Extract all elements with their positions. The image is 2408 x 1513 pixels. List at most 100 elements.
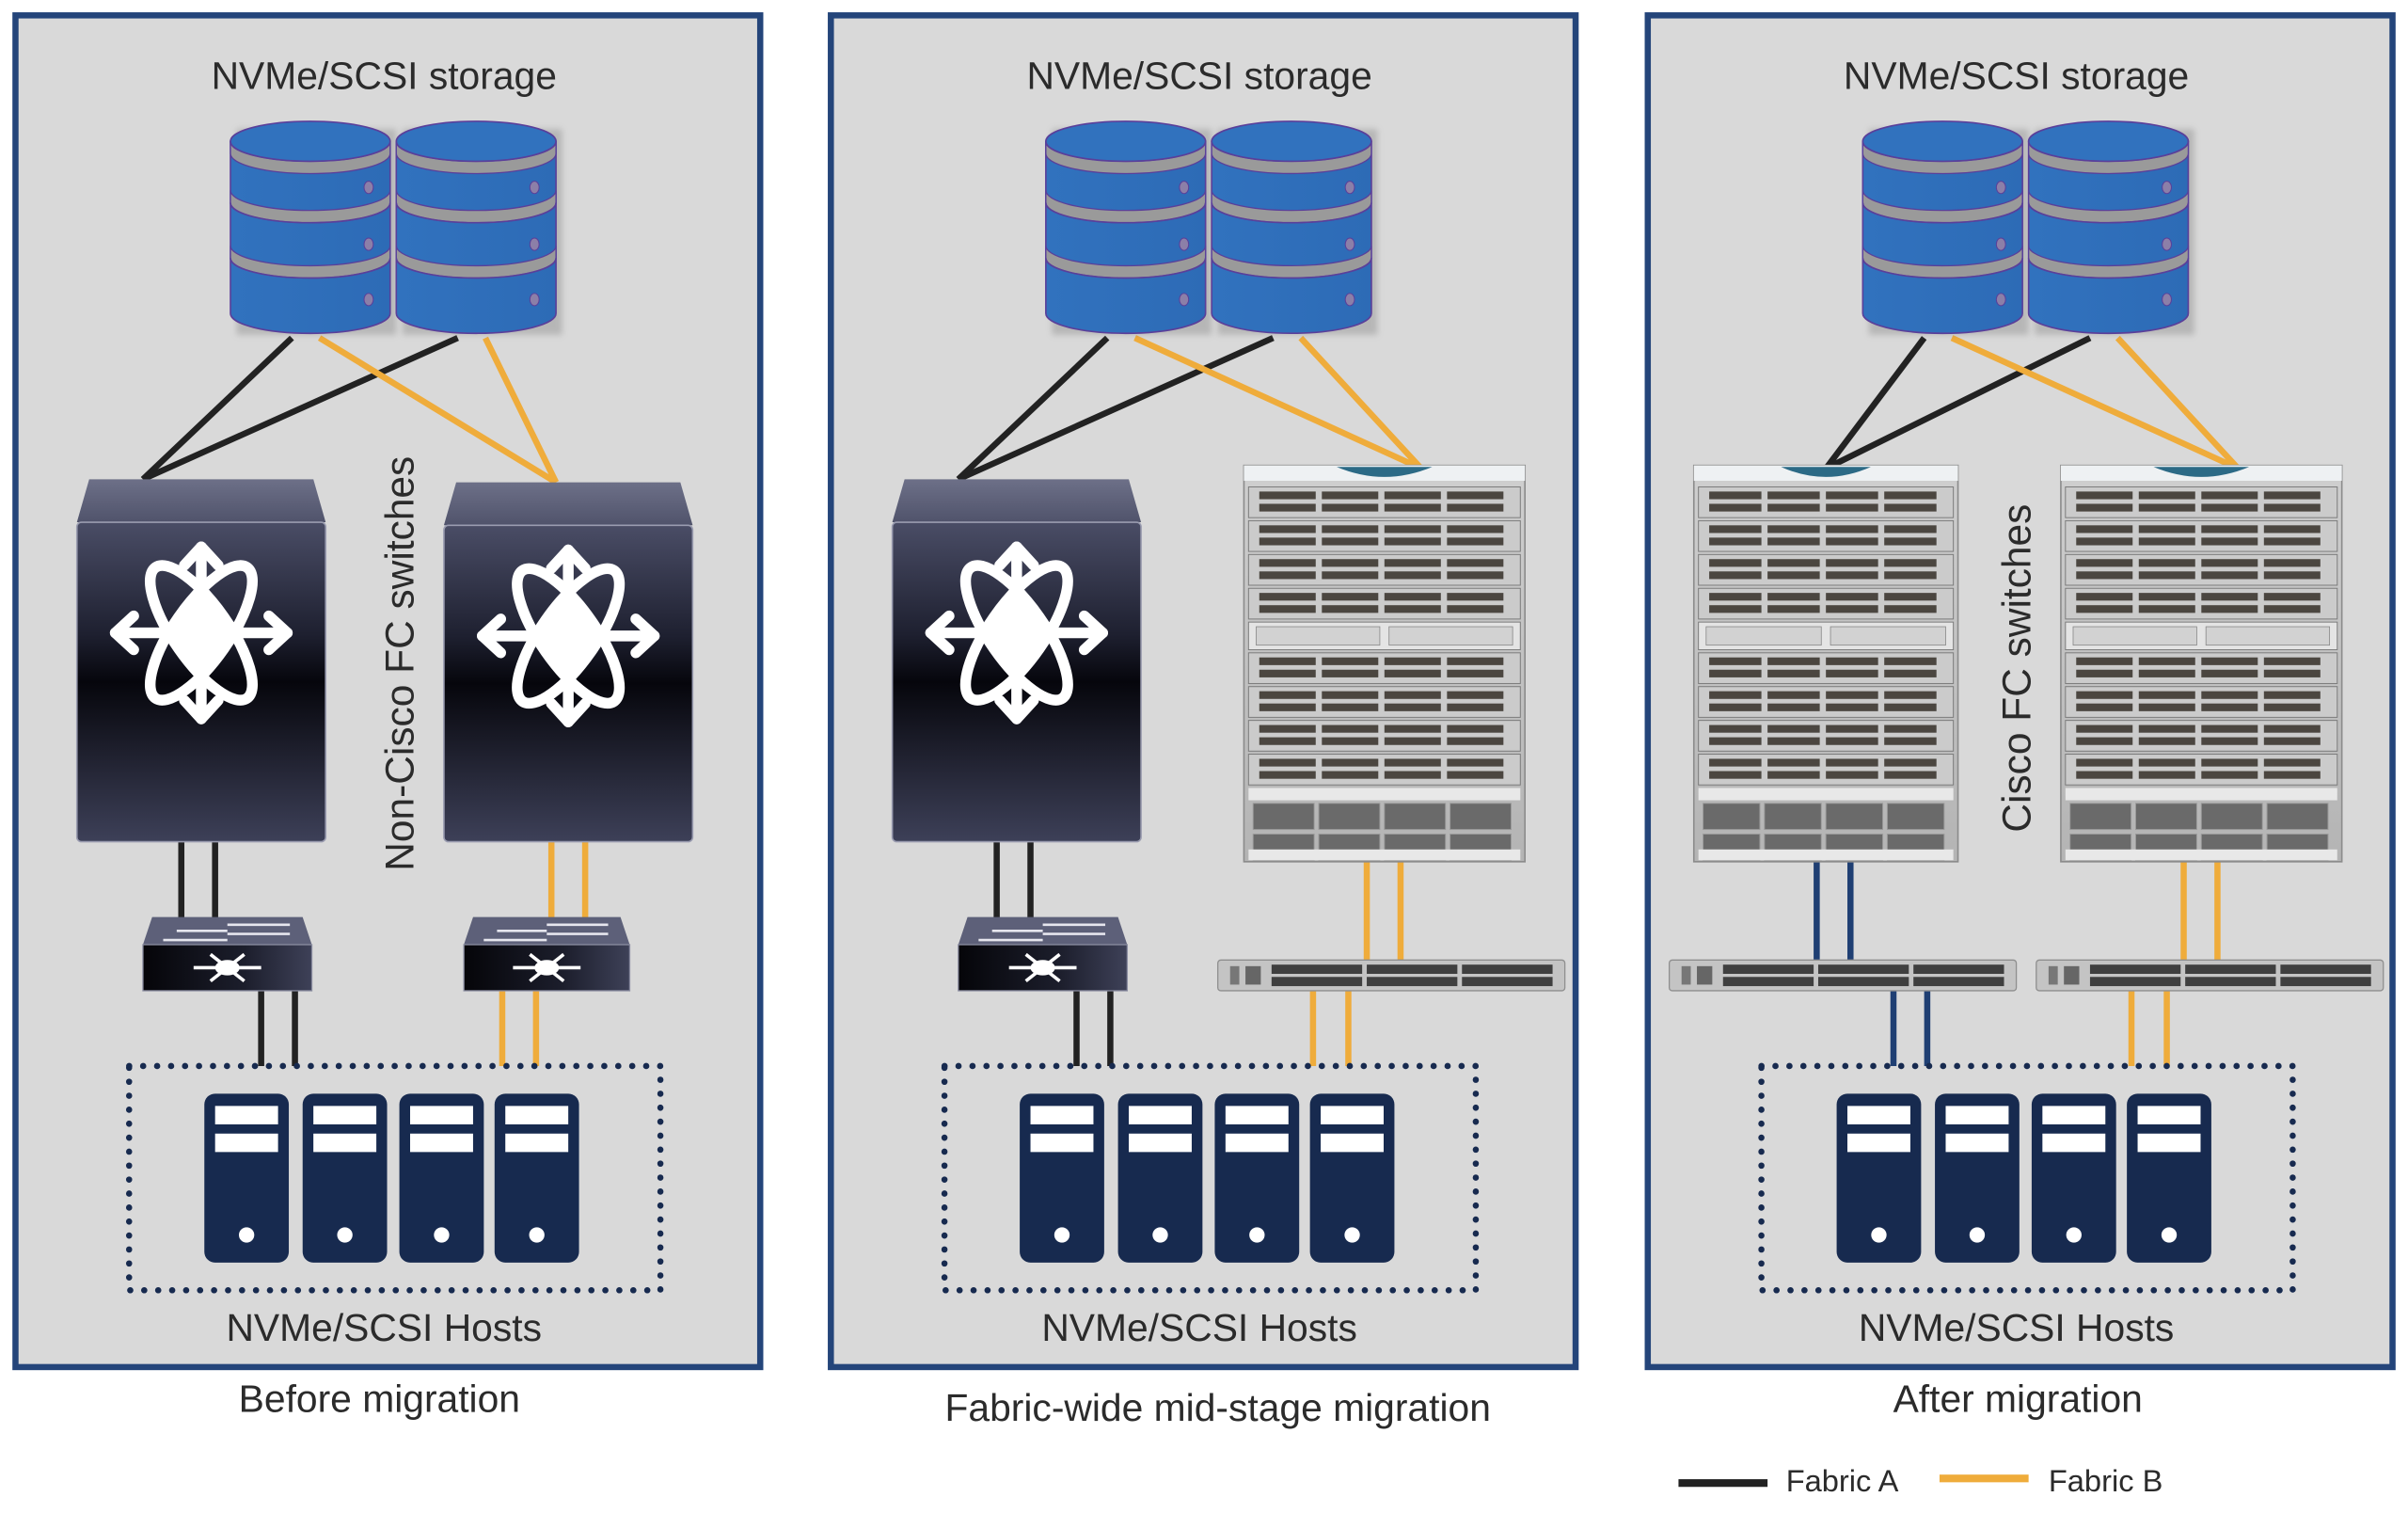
led-icon bbox=[529, 237, 540, 251]
port-row bbox=[1767, 593, 1820, 601]
port-row bbox=[1322, 737, 1379, 745]
fabric-a-link bbox=[1824, 335, 2092, 471]
storage-links bbox=[140, 335, 560, 486]
port-row bbox=[2263, 525, 2321, 534]
port-row bbox=[1384, 491, 1441, 500]
non-cisco-edge-switch bbox=[142, 916, 313, 992]
port-row bbox=[2076, 537, 2133, 546]
led-icon bbox=[529, 293, 540, 307]
host-server-icon bbox=[494, 1093, 579, 1263]
port-row bbox=[2185, 977, 2276, 987]
port-row bbox=[1384, 605, 1441, 613]
port-row bbox=[1259, 669, 1316, 677]
port-row bbox=[2201, 725, 2258, 733]
port-row bbox=[2076, 571, 2133, 580]
port-row bbox=[1271, 977, 1363, 987]
host-server-icon bbox=[302, 1093, 388, 1263]
port-row bbox=[1384, 703, 1441, 711]
port-row bbox=[1322, 703, 1379, 711]
port-row bbox=[1322, 605, 1379, 613]
legend-fabric-b-label: Fabric B bbox=[2049, 1463, 2162, 1498]
port-row bbox=[2076, 525, 2133, 534]
port-row bbox=[1709, 537, 1762, 546]
led-icon bbox=[1344, 181, 1355, 195]
port-row bbox=[2201, 593, 2258, 601]
port-row bbox=[2138, 703, 2195, 711]
fabric-a-link bbox=[1823, 336, 1927, 470]
host-server-icon bbox=[204, 1093, 290, 1263]
port-row bbox=[1767, 537, 1820, 546]
port-row bbox=[1913, 964, 2004, 974]
non-cisco-director-switch bbox=[443, 482, 694, 843]
port-row bbox=[2263, 571, 2321, 580]
port-row bbox=[1826, 503, 1878, 512]
port-row bbox=[1384, 537, 1441, 546]
port-row bbox=[2201, 559, 2258, 567]
port-row bbox=[2138, 593, 2195, 601]
port-row bbox=[1826, 537, 1878, 546]
port-row bbox=[1259, 605, 1316, 613]
port-row bbox=[2263, 703, 2321, 711]
line-card bbox=[1247, 587, 1521, 620]
port-row bbox=[1322, 537, 1379, 546]
port-row bbox=[1259, 771, 1316, 779]
port-row bbox=[1709, 571, 1762, 580]
port-row bbox=[1709, 669, 1762, 677]
port-row bbox=[2138, 725, 2195, 733]
fan-module bbox=[2266, 803, 2329, 831]
port-row bbox=[1384, 657, 1441, 665]
fan-module bbox=[1825, 803, 1884, 831]
port-row bbox=[1384, 503, 1441, 512]
legend: Fabric A Fabric B bbox=[1678, 1463, 2162, 1498]
port-row bbox=[1709, 525, 1762, 534]
fabric-a-link bbox=[140, 335, 294, 482]
port-row bbox=[1767, 771, 1820, 779]
port-row bbox=[1462, 977, 1553, 987]
port-row bbox=[1447, 571, 1504, 580]
port-row bbox=[1709, 491, 1762, 500]
storage-label: NVMe/SCSI storage bbox=[212, 55, 557, 98]
storage-array-icon bbox=[1045, 120, 1212, 335]
line-card bbox=[1698, 686, 1955, 718]
led-icon bbox=[2162, 181, 2172, 195]
port-row bbox=[1709, 503, 1762, 512]
switch-core-dot bbox=[170, 601, 232, 664]
fabric-b-link bbox=[317, 335, 558, 486]
port-row bbox=[2263, 503, 2321, 512]
port-row bbox=[2076, 669, 2133, 677]
led-icon bbox=[1995, 181, 2006, 195]
port-row bbox=[2076, 737, 2133, 745]
port-row bbox=[1709, 605, 1762, 613]
port-row bbox=[1322, 758, 1379, 767]
port-row bbox=[1767, 525, 1820, 534]
port-row bbox=[1817, 964, 1909, 974]
fan-module bbox=[1764, 803, 1822, 831]
port-row bbox=[1826, 771, 1878, 779]
led-icon bbox=[529, 181, 540, 195]
storage-array-icon bbox=[1211, 120, 1378, 335]
port-row bbox=[2076, 503, 2133, 512]
led-icon bbox=[363, 237, 374, 251]
port-row bbox=[1259, 593, 1316, 601]
port-row bbox=[1709, 725, 1762, 733]
arrows-icon bbox=[163, 923, 291, 942]
port-row bbox=[1709, 771, 1762, 779]
port-row bbox=[2138, 691, 2195, 699]
non-cisco-edge-switch bbox=[958, 916, 1129, 992]
port-row bbox=[1826, 669, 1878, 677]
storage-array-icon bbox=[2027, 120, 2194, 335]
port-row bbox=[1722, 964, 1814, 974]
non-cisco-director-switch bbox=[891, 479, 1142, 843]
port-row bbox=[1767, 657, 1820, 665]
switch-core-dot bbox=[537, 605, 599, 667]
core-edge-links bbox=[993, 838, 1404, 1066]
port-row bbox=[1767, 605, 1820, 613]
port-row bbox=[1259, 503, 1316, 512]
led-icon bbox=[1344, 293, 1355, 307]
port-row bbox=[2263, 559, 2321, 567]
port-row bbox=[1826, 737, 1878, 745]
caption-before: Before migration bbox=[239, 1377, 520, 1420]
port-row bbox=[1447, 771, 1504, 779]
cisco-logo-band bbox=[1337, 467, 1433, 477]
